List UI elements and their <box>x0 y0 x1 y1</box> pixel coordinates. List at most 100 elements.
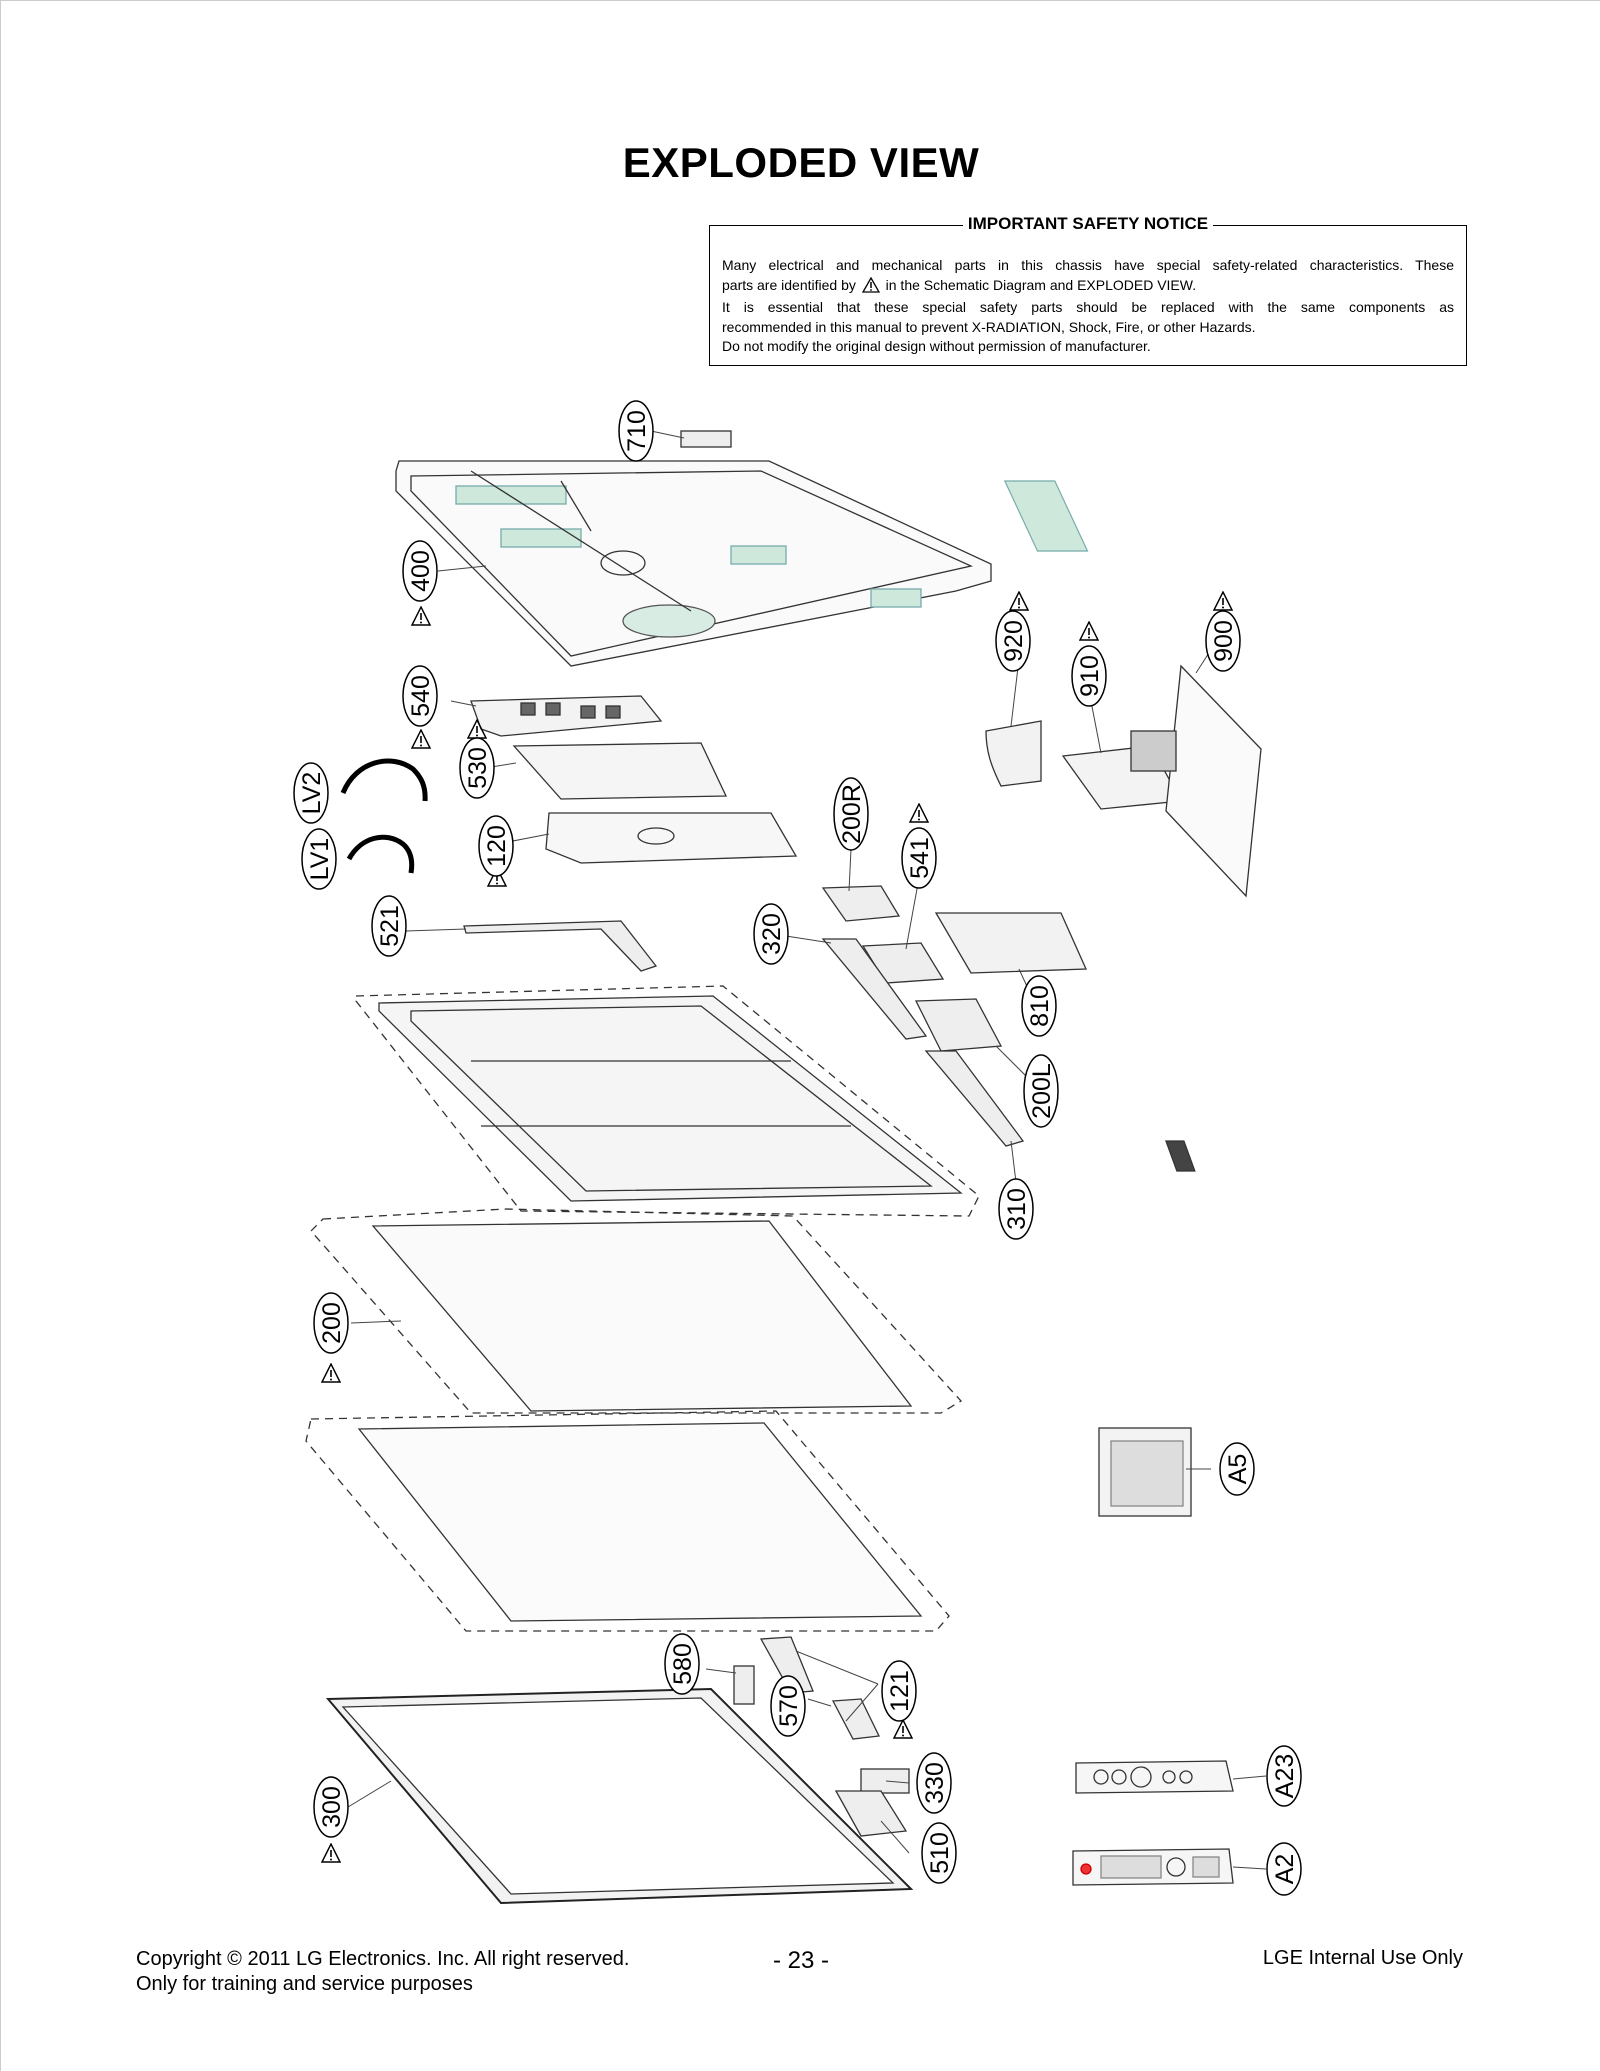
copyright-text: Copyright © 2011 LG Electronics. Inc. Al… <box>136 1948 630 1970</box>
warning-541-icon <box>909 803 929 823</box>
svg-text:320: 320 <box>758 913 786 955</box>
board-320-part <box>821 938 928 1040</box>
safety-notice-box: IMPORTANT SAFETY NOTICE Many electrical … <box>709 214 1467 366</box>
warning-300-icon <box>321 1843 341 1863</box>
board-310-part <box>924 1050 1025 1147</box>
callout-530: 530 <box>459 737 495 799</box>
svg-text:200R: 200R <box>838 784 866 844</box>
board-530-part <box>512 742 728 800</box>
callout-920: 920 <box>995 610 1031 672</box>
standard-remote-part <box>1072 1848 1234 1886</box>
callout-200: 200 <box>313 1292 349 1354</box>
callout-lv2: LV2 <box>293 762 329 824</box>
svg-text:400: 400 <box>407 550 435 592</box>
svg-text:200L: 200L <box>1028 1063 1056 1119</box>
board-200r-part <box>821 885 901 922</box>
callout-200l: 200L <box>1023 1054 1059 1128</box>
callout-a2: A2 <box>1266 1842 1302 1896</box>
shield-120-part <box>545 812 798 864</box>
callout-900: 900 <box>1205 610 1241 672</box>
svg-text:920: 920 <box>1000 620 1028 662</box>
warning-triangle-icon <box>861 276 880 299</box>
board-200l-part <box>914 998 1003 1052</box>
notice-line-5: Do not modify the original design withou… <box>722 338 1151 354</box>
notice-line-3: It is essential that these special safet… <box>722 299 1454 315</box>
callout-541: 541 <box>901 827 937 889</box>
warning-910-icon <box>1079 621 1099 641</box>
svg-text:310: 310 <box>1003 1188 1031 1230</box>
svg-text:521: 521 <box>376 905 404 947</box>
notice-line-1: Many electrical and mechanical parts in … <box>722 257 1454 273</box>
callout-120: 120 <box>478 815 514 877</box>
part-710 <box>680 430 732 448</box>
callout-580: 580 <box>664 1633 700 1695</box>
display-panel-part <box>371 1220 913 1412</box>
safety-notice-heading: IMPORTANT SAFETY NOTICE <box>710 214 1466 234</box>
notice-line-4: recommended in this manual to prevent X-… <box>722 318 1256 335</box>
footer-internal-use: LGE Internal Use Only <box>1262 1947 1463 1969</box>
warning-540-icon <box>411 729 431 749</box>
stand-cover-920-part <box>985 720 1042 787</box>
svg-text:A5: A5 <box>1224 1454 1252 1485</box>
callout-320: 320 <box>753 903 789 965</box>
callout-540: 540 <box>402 665 438 727</box>
svg-text:LV2: LV2 <box>298 772 326 815</box>
svg-text:120: 120 <box>483 825 511 867</box>
warning-900-icon <box>1213 591 1233 611</box>
svg-text:330: 330 <box>921 1762 949 1804</box>
callout-300: 300 <box>313 1776 349 1838</box>
lvds-cable-lv2 <box>340 758 428 802</box>
safety-notice-text: Many electrical and mechanical parts in … <box>722 256 1454 357</box>
notice-line-2: parts are identified by in the Schematic… <box>722 276 1454 299</box>
main-board-part <box>470 695 663 737</box>
svg-text:530: 530 <box>464 747 492 789</box>
warning-121-icon <box>893 1719 913 1739</box>
callout-810: 810 <box>1021 975 1057 1037</box>
svg-text:A2: A2 <box>1271 1854 1299 1885</box>
svg-text:121: 121 <box>886 1670 914 1712</box>
callout-521: 521 <box>371 895 407 957</box>
svg-text:A23: A23 <box>1271 1754 1299 1798</box>
svg-text:LV1: LV1 <box>306 838 334 881</box>
svg-text:300: 300 <box>318 1786 346 1828</box>
callout-121: 121 <box>881 1660 917 1722</box>
callout-lv1: LV1 <box>301 828 337 890</box>
lvds-cable-lv1 <box>346 834 415 874</box>
callout-400: 400 <box>402 540 438 602</box>
callout-a5: A5 <box>1219 1442 1255 1496</box>
back-frame-part <box>378 995 1196 1202</box>
svg-text:580: 580 <box>669 1643 697 1685</box>
svg-text:510: 510 <box>926 1832 954 1874</box>
purpose-text: Only for training and service purposes <box>136 1973 473 1995</box>
page-title: EXPLODED VIEW <box>622 139 980 186</box>
page-number: - 23 - <box>772 1947 829 1974</box>
svg-text:810: 810 <box>1026 985 1054 1027</box>
svg-text:900: 900 <box>1210 620 1238 662</box>
optical-sheet-part <box>357 1422 923 1622</box>
svg-text:200: 200 <box>318 1302 346 1344</box>
magic-remote-part <box>1075 1760 1234 1794</box>
warning-200-icon <box>321 1363 341 1383</box>
svg-text:540: 540 <box>407 675 435 717</box>
callout-310: 310 <box>998 1178 1034 1240</box>
callout-910: 910 <box>1071 645 1107 707</box>
warning-400-icon <box>411 606 431 626</box>
footer-copyright: Copyright © 2011 LG Electronics. Inc. Al… <box>136 1947 629 1997</box>
svg-text:570: 570 <box>775 1685 803 1727</box>
callout-a23: A23 <box>1266 1745 1302 1807</box>
callout-200r: 200R <box>833 777 869 851</box>
stand-base-900-part <box>1165 664 1262 898</box>
warning-920-icon <box>1009 591 1029 611</box>
svg-text:910: 910 <box>1076 655 1104 697</box>
svg-text:710: 710 <box>623 410 651 452</box>
callout-570: 570 <box>770 1675 806 1737</box>
part-521 <box>463 920 658 972</box>
svg-text:541: 541 <box>906 837 934 879</box>
bracket-810-part <box>934 912 1087 974</box>
callout-510: 510 <box>921 1822 957 1884</box>
callout-330: 330 <box>916 1752 952 1814</box>
rear-cover-part <box>395 460 1089 667</box>
front-bezel-part <box>325 1687 914 1905</box>
